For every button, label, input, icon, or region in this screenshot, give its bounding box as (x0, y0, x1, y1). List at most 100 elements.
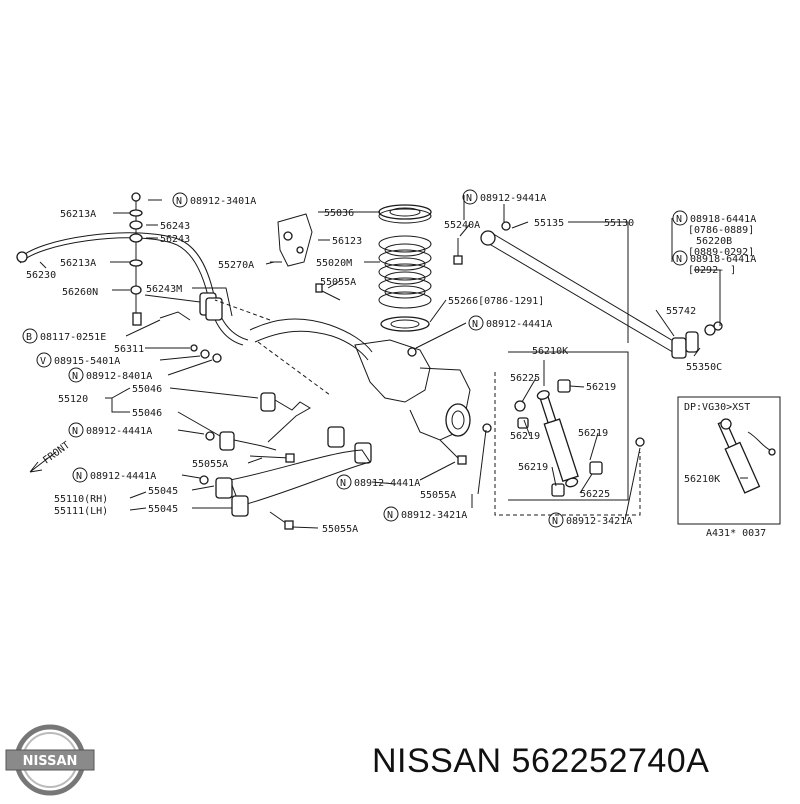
callout-56219-b: 56219 (510, 431, 540, 442)
nut-part (482, 423, 492, 433)
callout-56311: 56311 (114, 344, 144, 355)
callout-labels: 56213A N 08912-3401A 56243 56243 56213A … (22, 189, 766, 539)
callout-55055A-top: 55055A (320, 277, 356, 288)
callout-55270A: 55270A (218, 260, 254, 271)
callout-56243-b: 56243 (160, 234, 190, 245)
part-number-label: NISSAN 562252740A (372, 742, 710, 780)
washer-part (704, 324, 716, 336)
bushing-part (589, 461, 603, 475)
nut-part (407, 347, 417, 357)
callout-0786-0889: [0786-0889] (688, 225, 754, 236)
callout-56220B: 56220B (696, 236, 732, 247)
callout-56219-d: 56219 (518, 462, 548, 473)
links-group (29, 392, 372, 530)
callout-ref-number: A431* 0037 (706, 528, 766, 539)
inset-panel (677, 396, 781, 525)
leader-lines (39, 195, 748, 529)
callout-55742: 55742 (666, 306, 696, 317)
nut-part (212, 353, 222, 363)
callout-55046-a: 55046 (132, 384, 162, 395)
bushing-55046 (260, 392, 276, 412)
callout-56213A-mid: 56213A (60, 258, 96, 269)
callout-56213A-top: 56213A (60, 209, 96, 220)
callout-55135: 55135 (534, 218, 564, 229)
callout-prefix-nut: N (552, 516, 558, 527)
washer-part (514, 400, 526, 412)
bushing-part (551, 483, 565, 497)
callout-55111: 55111(LH) (54, 506, 108, 517)
lower-link-55110 (229, 449, 371, 507)
callout-56230: 56230 (26, 270, 56, 281)
logo-text: NISSAN (23, 754, 78, 769)
nut-part (199, 475, 209, 485)
bushing-55045 (215, 477, 233, 499)
stabilizer-bar-end (16, 251, 28, 263)
callout-56210K: 56210K (532, 346, 568, 357)
washer-part (129, 259, 143, 267)
callout-55036: 55036 (324, 208, 354, 219)
lateral-rod-55130 (489, 231, 681, 346)
callout-prefix-nut: N (472, 319, 478, 330)
callout-prefix-nut: N (466, 193, 472, 204)
callout-0292: [0292- ] (688, 265, 736, 276)
nut-part (501, 221, 511, 231)
bushing-part (480, 230, 496, 246)
callout-front: FRONT (41, 440, 72, 467)
inset-shock-absorber (717, 419, 761, 494)
nut-part (200, 349, 210, 359)
callout-08912-4441A-d: 08912-4441A (354, 478, 420, 489)
nut-part (713, 321, 723, 331)
axle-housing (354, 339, 431, 403)
bushing-part (130, 285, 142, 295)
bushing-part (129, 233, 143, 243)
callout-55350C: 55350C (686, 362, 722, 373)
bushing-part (131, 192, 141, 202)
callout-55266: 55266[0786-1291] (448, 296, 544, 307)
bolt-part (249, 455, 291, 459)
callout-prefix-washer: V (40, 356, 46, 367)
callout-56225-b: 56225 (580, 489, 610, 500)
callout-55110: 55110(RH) (54, 494, 108, 505)
inset-frame (677, 396, 781, 525)
shock-absorber-bracket (508, 351, 629, 501)
callout-55020M: 55020M (316, 258, 352, 269)
washer-part (129, 209, 143, 217)
spring-seat-55036 (378, 204, 432, 220)
bushing-part (671, 337, 687, 359)
callout-08912-3421A-b: 08912-3421A (566, 516, 632, 527)
callout-prefix-nut: N (76, 471, 82, 482)
callout-55240A: 55240A (444, 220, 480, 231)
stabilizer-bar-group (16, 192, 249, 363)
callout-08912-9441A: 08912-9441A (480, 193, 546, 204)
callout-dpvg30: DP:VG30>XST (684, 402, 750, 413)
callout-prefix-nut: N (676, 214, 682, 225)
shock-absorber-group (494, 351, 645, 516)
callout-56219-a: 56219 (586, 382, 616, 393)
callout-08918-6441A-a: 08918-6441A (690, 214, 756, 225)
callout-55130: 55130 (604, 218, 634, 229)
callout-prefix-nut: N (72, 371, 78, 382)
nissan-logo: NISSAN (5, 724, 95, 796)
nut-part (205, 431, 215, 441)
bracket-56311 (159, 311, 191, 321)
callout-08912-4441A-l1: 08912-4441A (86, 426, 152, 437)
callout-08912-4441A-c: 08912-4441A (486, 319, 552, 330)
callout-56210K-b: 56210K (684, 474, 720, 485)
lateral-rod-group (453, 221, 723, 359)
callout-56225-a: 56225 (510, 373, 540, 384)
callout-55045-a: 55045 (148, 486, 178, 497)
callout-0889-0292: [0889-0292] (688, 247, 754, 258)
bushing-55046 (219, 431, 235, 451)
callout-08912-3401A: 08912-3401A (190, 196, 256, 207)
spring-seat-55266 (380, 316, 430, 332)
callout-08117-0251E: 08117-0251E (40, 332, 106, 343)
callout-prefix-nut: N (176, 196, 182, 207)
rear-axle-tube (249, 318, 373, 353)
callout-56243M: 56243M (146, 284, 182, 295)
callout-08912-4441A-l2: 08912-4441A (90, 471, 156, 482)
callout-08912-3421A-a: 08912-3421A (401, 510, 467, 521)
callout-55055A-bot: 55055A (322, 524, 358, 535)
upper-link-55120 (267, 399, 311, 443)
callout-prefix-nut: N (340, 478, 346, 489)
